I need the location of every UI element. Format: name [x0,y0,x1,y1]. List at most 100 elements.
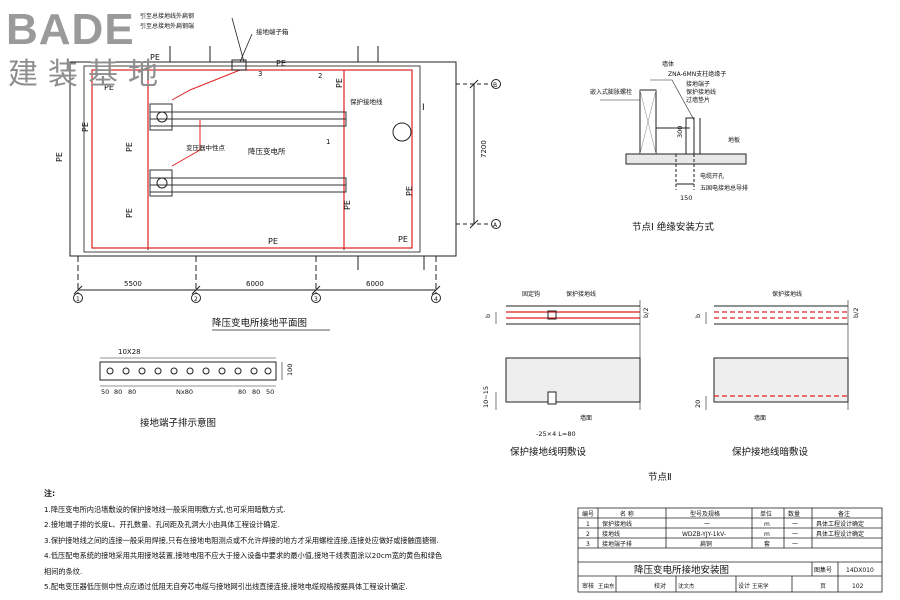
td-r2-no: 2 [586,531,590,538]
open-install-title: 保护接地线明敷设 [510,446,587,458]
room-label: 降压变电所 [248,146,286,156]
note-item: 相间的条纹. [44,566,83,576]
pe-label: PE [268,237,278,246]
hidden-install-title: 保护接地线暗敷设 [732,446,809,458]
td-r2-spec: WDZB-YJY-1kV- [682,531,726,538]
pe-label: PE [104,83,114,92]
titleblock-design-label: 设计 [738,582,750,590]
pe-label: PE [81,122,90,132]
pe-label: PE [343,200,352,210]
open-label-wire: 保护接地线 [566,290,596,298]
notes-block: 注: 1.降压变电所内沿墙敷设的保护接地线一般采用明敷方式,也可采用暗敷方式. … [44,486,574,595]
open-install-detail [495,300,641,410]
td-r1-remark: 具体工程设计确定 [816,520,864,528]
td-r1-spec: 一 [704,521,710,528]
td-r1-name: 保护接地线 [602,520,632,528]
td-r1-qty: 一 [792,521,798,528]
td-r3-name: 接地端子排 [602,540,632,548]
hidden-label-wall: 墙面 [754,414,766,422]
logo-sub: 建装基地 [8,57,168,92]
td-r3-unit: 套 [764,540,770,548]
node1-labels: 墙体 ZNA-6MN支柱绝缘子 接地端子 保护接地线 过墙垫片 嵌入式膨胀螺栓 … [590,60,748,233]
pe-label: PE [276,59,286,68]
open-dim-flat: -25×4 L=80 [536,430,576,438]
titleblock-atlas-label: 图集号 [814,566,832,574]
plan-title: 降压变电所接地平面图 [212,317,307,329]
axis-col-3: 3 [314,296,318,303]
roman-one-marker: Ⅰ [422,103,425,113]
notes-title: 注: [44,489,56,498]
titleblock-page-label: 页 [820,583,826,590]
terminal-dim-5: 80 [238,388,246,396]
th-qty: 数量 [788,510,800,518]
material-table [577,507,883,593]
titleblock-check-name: 沈文杰 [678,582,695,590]
td-r2-name: 接地线 [602,530,620,538]
axis-col-2: 2 [194,296,198,303]
th-remark: 备注 [838,510,850,518]
titleblock-design-name: 王宪学 [752,582,769,590]
terminal-top-dim: 10X28 [118,348,141,356]
node1-dim-300: 300 [676,126,684,138]
note-item: 2.接地端子排的长度L、开孔数量、孔间距及孔洞大小由具体工程设计确定. [44,520,280,529]
td-r1-no: 1 [586,521,590,528]
material-table-text: 编号 名 称 型号及规格 单位 数量 备注 1 保护接地线 一 m 一 具体工程… [582,510,874,590]
terminal-dim-3: 80 [128,388,136,396]
plan-annotations: 降压变电所 变压器中性点 保护接地线 接地端子箱 引至总接地线外扁钢 引至总接地… [73,12,501,331]
terminal-dim-2: 80 [114,388,122,396]
th-no: 编号 [582,510,594,518]
top-note-2: 引至总接地外扁钢端 [140,22,194,30]
plan-view [69,46,492,300]
titleblock-check-label: 校对 [654,582,666,590]
pe-label: PE [150,53,160,62]
node2-title: 节点Ⅱ [648,472,672,483]
pe-label: PE [405,186,414,196]
terminal-dim-1: 50 [101,388,109,396]
hidden-label-wire: 保护接地线 [772,290,802,298]
transformer-label: 变压器中性点 [186,143,226,152]
titleblock-page-no: 102 [852,583,864,590]
node1-label-protect: 保护接地线 [686,88,716,96]
note-item: 1.降压变电所内沿墙敷设的保护接地线一般采用明敷方式,也可采用暗敷方式. [44,504,286,514]
node1-label-pad: 过墙垫片 [686,96,710,104]
pe-label: PE [125,208,134,218]
td-r2-remark: 具体工程设计确定 [816,530,864,538]
dim-1: 5500 [124,280,142,288]
open-label-hook: 固定钩 [522,290,540,298]
hidden-dim-b2: b/2 [852,308,860,318]
pe-label: PE [335,78,344,88]
pe-labels: PE PE PE PE PE PE PE PE PE PE PE PE [55,53,414,246]
node1-label-floor: 地板 [728,136,740,144]
note-item: 4.低压配电系统的接地采用共用接地装置,接地电阻不应大于接入设备中要求的最小值,… [44,551,443,560]
hidden-dim-20: 20 [694,400,702,408]
open-dim-range: 10~15 [482,386,490,408]
td-r2-unit: m [764,531,770,538]
node1-dim-150: 150 [680,194,692,202]
terminal-label: 接地端子箱 [256,27,289,36]
marker-1: 1 [326,138,330,146]
open-dim-b2: b/2 [642,308,650,318]
pe-label: PE [125,142,134,152]
titleblock-title: 降压变电所接地安装图 [634,564,729,576]
bade-logo: BADE 建装基地 [6,8,196,98]
node1-label-insulator: ZNA-6MN支柱绝缘子 [668,70,726,78]
td-r3-qty: 一 [792,541,798,548]
td-r1-unit: m [764,521,770,528]
dim-2: 6000 [246,280,264,288]
dim-3: 6000 [366,280,384,288]
top-note-1: 引至总接地线外扁钢 [140,12,194,20]
node1-label-bolt: 嵌入式膨胀螺栓 [590,88,632,96]
node1-label-wall: 墙体 [662,60,674,68]
open-install-labels: 固定钩 保护接地线 墙面 b b/2 10~15 -25×4 L=80 保护接地… [482,290,650,458]
th-spec: 型号及规格 [690,510,720,518]
td-r2-qty: 一 [792,531,798,538]
dim-width: 7200 [480,140,488,158]
node1-label-busbar: 五国电接地总导排 [700,184,748,192]
marker-3: 3 [258,70,262,78]
terminal-labels: 10X28 50 80 80 Nx80 80 80 50 100 接地端子排示意… [101,348,294,429]
td-r3-spec: 扁铜 [700,540,712,548]
hidden-install-detail [705,300,849,410]
terminal-bar [99,357,283,387]
terminal-side-dim: 100 [286,364,294,376]
note-item: 3.保护接地线之间的连接一般采用焊接,只有在接地电阻测点或不允许焊接的地方才采用… [44,535,439,545]
